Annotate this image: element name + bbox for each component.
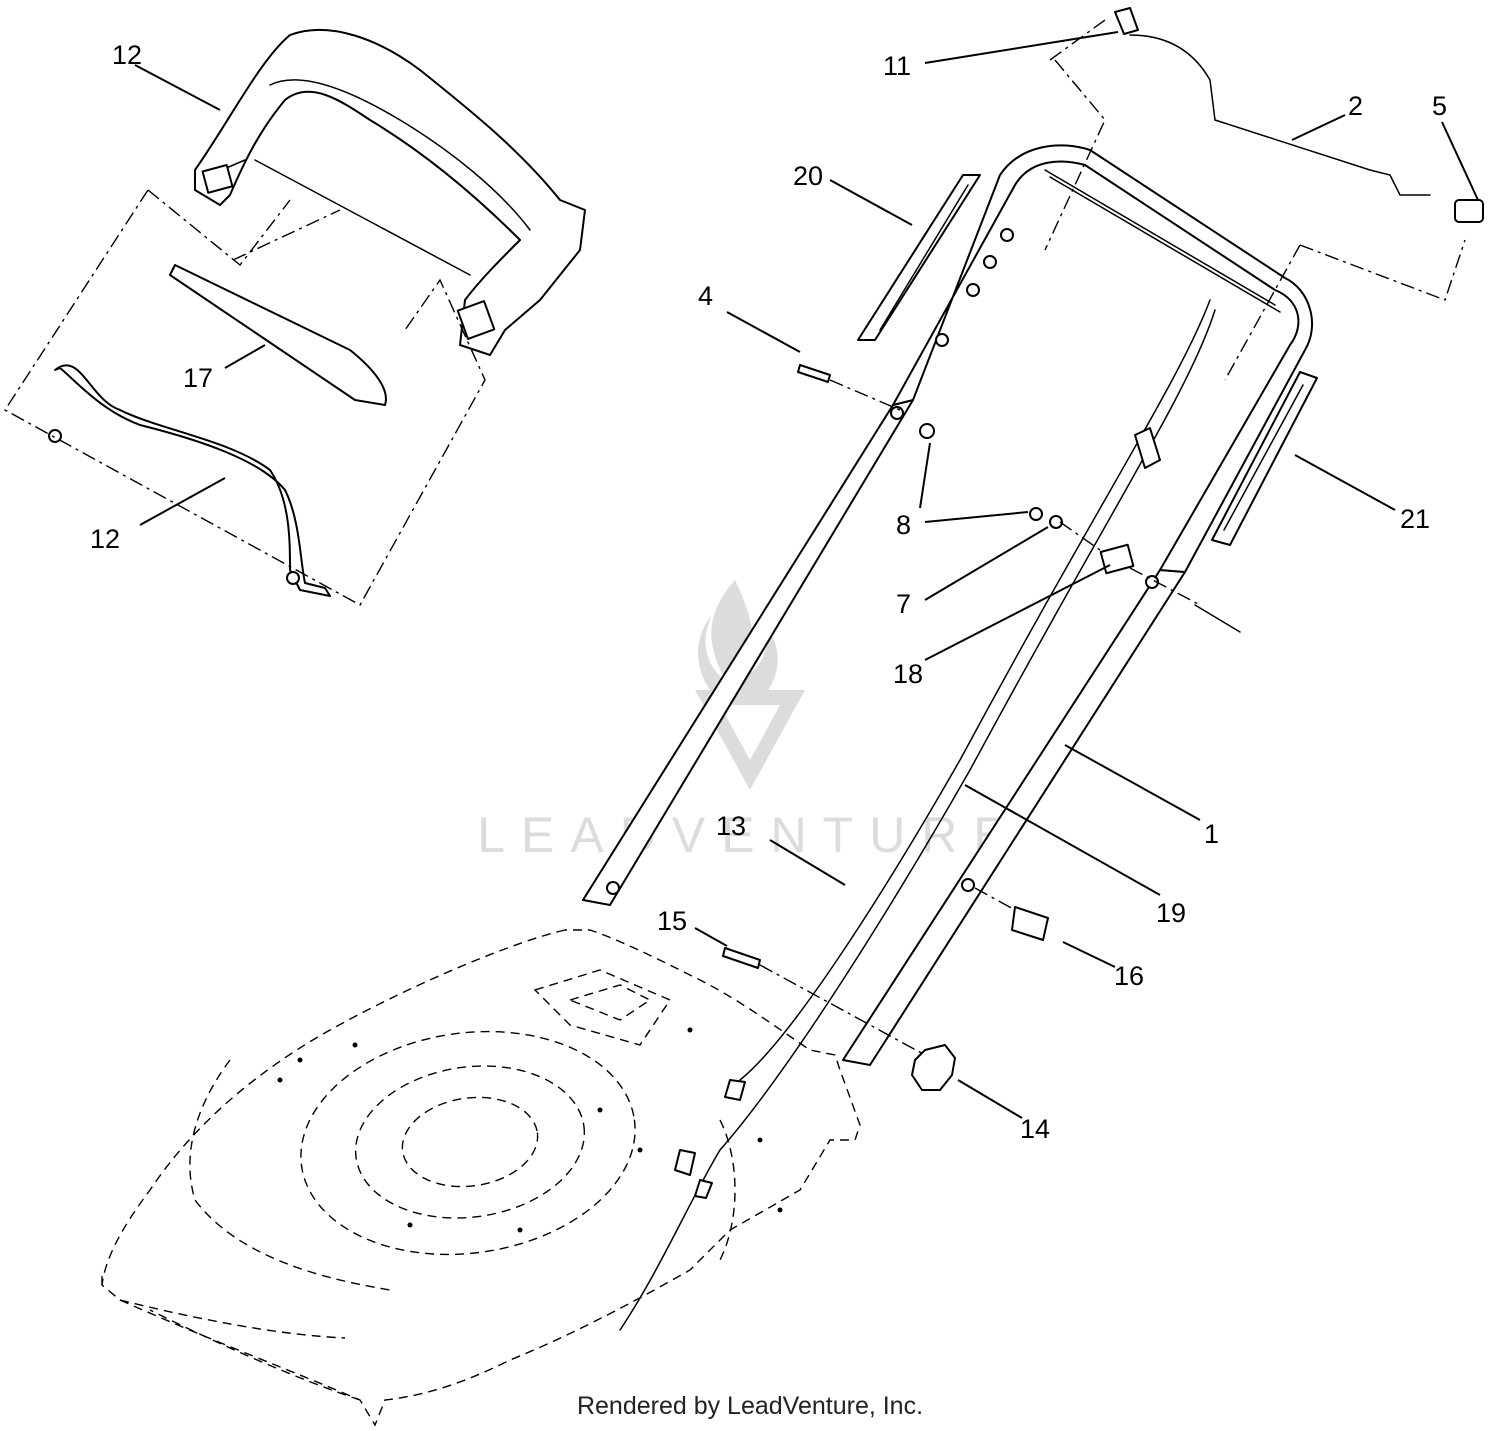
assembly-lines [4, 19, 1466, 1056]
bail-bar-icon [54, 364, 331, 597]
callout-5: 5 [1432, 91, 1447, 121]
callout-19: 19 [1156, 898, 1186, 928]
control-cable-icon [619, 299, 1216, 1331]
cable-guide-icon [1099, 543, 1135, 575]
callout-8: 8 [896, 510, 911, 540]
bail-end-icon [286, 571, 300, 585]
callout-13: 13 [716, 811, 746, 841]
callout-18: 18 [893, 659, 923, 689]
grip-plate-icon [169, 264, 387, 406]
leader-lines [134, 31, 1479, 1119]
bolt-icon [1194, 604, 1241, 633]
callout-20: 20 [793, 161, 823, 191]
callout-11: 11 [883, 51, 911, 81]
callout-21: 21 [1400, 504, 1430, 534]
nut-icon [1029, 507, 1043, 521]
handle-knob-icon [911, 1044, 956, 1091]
carriage-bolt-icon [722, 947, 761, 969]
callout-17: 17 [183, 363, 213, 393]
nut-icon [919, 423, 935, 439]
callout-16: 16 [1114, 961, 1144, 991]
callout-4: 4 [698, 281, 713, 311]
callout-2: 2 [1348, 91, 1363, 121]
washer-icon [1049, 515, 1063, 529]
callout-1: 1 [1204, 819, 1219, 849]
rod-end-icon [1454, 199, 1484, 223]
control-rod-icon [1114, 7, 1484, 223]
callout-7: 7 [896, 589, 911, 619]
lower-handle-icon [582, 399, 1186, 1066]
watermark-text: LEADVENTURE [477, 807, 1023, 863]
callout-labels: 12 11 2 5 20 4 17 12 8 21 7 18 1 13 19 1… [90, 40, 1447, 1144]
bail-end-icon [48, 429, 62, 443]
handle-clip-icon [857, 174, 1318, 546]
spacer-icon [1011, 906, 1049, 941]
callout-15: 15 [657, 906, 687, 936]
callout-3: 12 [112, 40, 142, 70]
clevis-pin-icon [797, 364, 831, 383]
upper-handle-icon [892, 144, 1314, 573]
footer-credit: Rendered by LeadVenture, Inc. [576, 1392, 924, 1420]
callout-12: 12 [90, 524, 120, 554]
grip-frame-icon [194, 28, 586, 356]
callout-14: 14 [1020, 1114, 1050, 1144]
mower-deck-icon [101, 929, 861, 1427]
